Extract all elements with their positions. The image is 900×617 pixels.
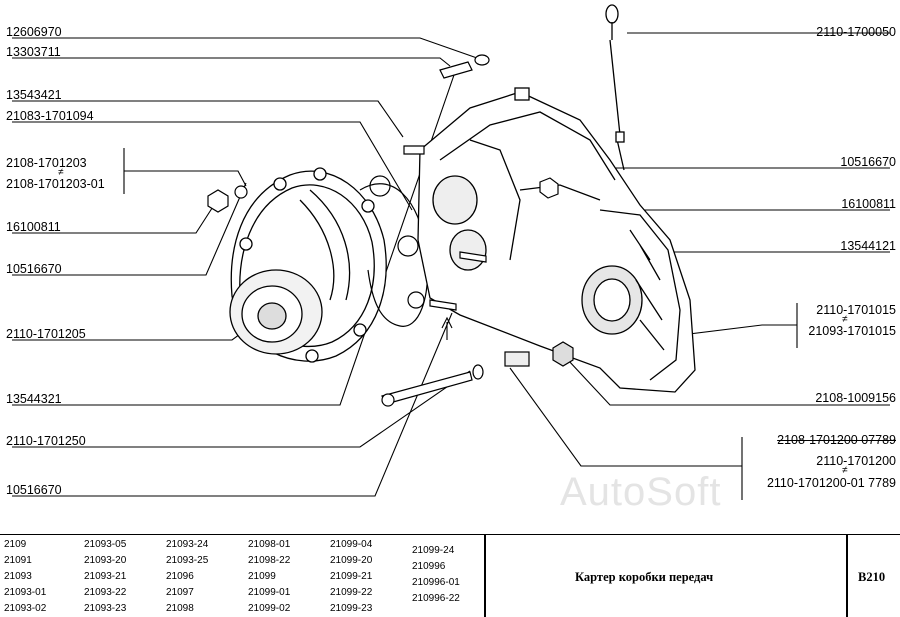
label-2110-1009156: 2108-1009156 bbox=[815, 391, 896, 405]
label-2110-1701015: 2110-1701015 bbox=[816, 303, 896, 317]
divider bbox=[484, 535, 486, 617]
label-10516670-right: 10516670 bbox=[840, 155, 896, 169]
model-code: 21098-22 bbox=[248, 555, 291, 566]
leader-l6 bbox=[12, 201, 217, 234]
not-equal-sign: ≠ bbox=[842, 314, 848, 325]
model-code: 21093-22 bbox=[84, 587, 127, 598]
model-code: 21099-24 bbox=[412, 545, 455, 556]
arrows bbox=[441, 316, 453, 340]
label-2110-1701200: 2110-1701200 bbox=[816, 454, 896, 468]
title-block: 2109 21091 21093 21093-01 21093-02 21093-05 21… bbox=[0, 534, 900, 617]
label-21083-1701094: 21083-1701094 bbox=[6, 109, 94, 123]
divider bbox=[846, 535, 848, 617]
model-code: 2109 bbox=[4, 539, 27, 550]
model-code: 21093 bbox=[4, 571, 32, 582]
transmission-housing-drawing bbox=[12, 4, 890, 500]
model-code: 21093-02 bbox=[4, 603, 47, 614]
label-2110-1701200-01: 2110-1701200-01 7789 bbox=[766, 476, 896, 490]
leader-l5 bbox=[123, 148, 247, 194]
model-code: 21099-21 bbox=[330, 571, 373, 582]
model-code: 21093-01 bbox=[4, 587, 47, 598]
model-code: 21099-23 bbox=[330, 603, 373, 614]
model-code: 21099-04 bbox=[330, 539, 373, 550]
not-equal-sign: ≠ bbox=[842, 465, 848, 476]
label-2108-1701203: 2108-1701203 bbox=[6, 156, 87, 170]
label-2110-1701205: 2110-1701205 bbox=[6, 327, 86, 341]
model-code: 21099-01 bbox=[248, 587, 291, 598]
leader-lines bbox=[12, 32, 890, 500]
model-code: 21093-23 bbox=[84, 603, 127, 614]
drawing-code: B210 bbox=[858, 570, 886, 584]
leader-r6 bbox=[567, 359, 890, 406]
drawing-title: Картер коробки передач bbox=[575, 570, 714, 584]
label-2108-1701200: 2108-1701200 07789 bbox=[777, 433, 896, 447]
label-2110-1700050: 2110-1700050 bbox=[816, 25, 896, 39]
label-13543421: 13543421 bbox=[6, 88, 62, 102]
model-code: 21093-25 bbox=[166, 555, 209, 566]
model-code: 21099-02 bbox=[248, 603, 291, 614]
leader-l3 bbox=[12, 100, 404, 138]
label-10516670-left: 10516670 bbox=[6, 262, 62, 276]
label-13303711: 13303711 bbox=[6, 45, 61, 59]
leader-l9 bbox=[12, 74, 455, 406]
model-code: 21096 bbox=[166, 571, 194, 582]
label-2108-1701203-01: 2108-1701203-01 bbox=[6, 177, 105, 191]
leader-l2 bbox=[12, 57, 451, 67]
label-16100811-right: 16100811 bbox=[841, 197, 896, 211]
label-12606970: 12606970 bbox=[6, 25, 62, 39]
leader-l4 bbox=[12, 121, 413, 211]
fasteners bbox=[207, 54, 574, 407]
side-cover bbox=[229, 167, 387, 363]
model-code: 21098 bbox=[166, 603, 194, 614]
dipstick bbox=[605, 4, 625, 171]
leader-l7 bbox=[12, 182, 247, 276]
model-code: 21099-22 bbox=[330, 587, 373, 598]
model-code: 210996-22 bbox=[412, 593, 460, 604]
model-code: 21098-01 bbox=[248, 539, 291, 550]
model-code: 21093-20 bbox=[84, 555, 127, 566]
model-code: 21099-20 bbox=[330, 555, 373, 566]
label-2110-1701250: 2110-1701250 bbox=[6, 434, 86, 448]
diagram-area: 12606970 13303711 13543421 21083-1701094… bbox=[6, 4, 896, 514]
model-code: 21099 bbox=[248, 571, 276, 582]
label-16100811-left: 16100811 bbox=[6, 220, 61, 234]
gasket bbox=[359, 175, 428, 327]
label-21093-1701015: 21093-1701015 bbox=[808, 324, 896, 338]
not-equal-sign: ≠ bbox=[58, 167, 64, 178]
label-13544121: 13544121 bbox=[840, 239, 896, 253]
model-code: 210996 bbox=[412, 561, 446, 572]
model-code: 210996-01 bbox=[412, 577, 460, 588]
leader-r7 bbox=[509, 367, 743, 500]
leader-l11 bbox=[12, 312, 453, 497]
main-housing bbox=[417, 87, 696, 393]
leader-l1 bbox=[12, 37, 478, 59]
label-10516670-bottom: 10516670 bbox=[6, 483, 62, 497]
leader-l10 bbox=[12, 370, 471, 448]
model-code: 21097 bbox=[166, 587, 194, 598]
model-code: 21093-24 bbox=[166, 539, 209, 550]
model-code: 21093-21 bbox=[84, 571, 127, 582]
watermark: AutoSoft bbox=[560, 470, 722, 514]
model-code: 21091 bbox=[4, 555, 32, 566]
label-13544321: 13544321 bbox=[6, 392, 62, 406]
model-code: 21093-05 bbox=[84, 539, 127, 550]
